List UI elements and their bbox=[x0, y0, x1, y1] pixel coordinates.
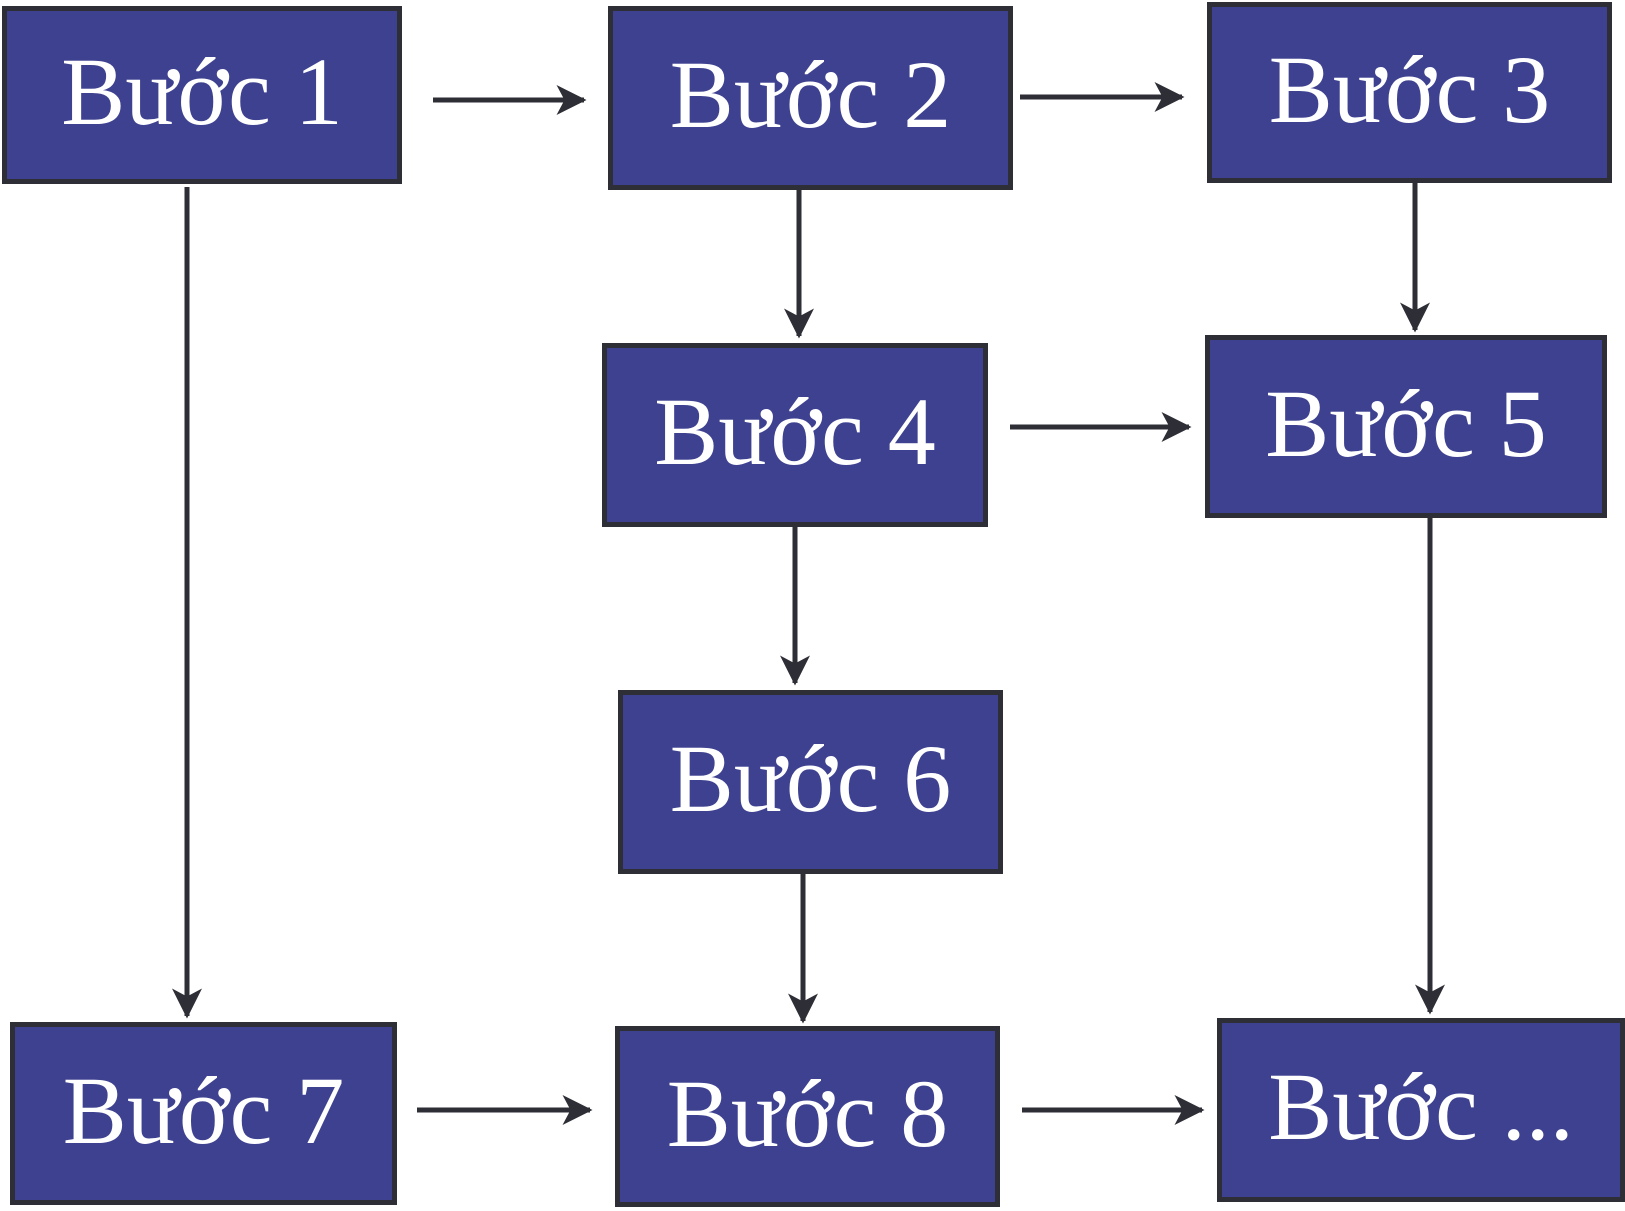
flowchart-box-step1: Bước 1 bbox=[2, 6, 402, 184]
flowchart-box-step7: Bước 7 bbox=[10, 1022, 397, 1205]
flowchart-box-step6: Bước 6 bbox=[618, 690, 1003, 874]
flowchart-box-step3: Bước 3 bbox=[1207, 2, 1612, 183]
flowchart-box-step9: Bước ... bbox=[1217, 1018, 1625, 1202]
flowchart-box-step5: Bước 5 bbox=[1205, 335, 1607, 518]
flowchart-box-step2: Bước 2 bbox=[608, 6, 1013, 190]
flowchart-box-step4: Bước 4 bbox=[602, 343, 988, 527]
flowchart-box-step8: Bước 8 bbox=[615, 1026, 1000, 1207]
